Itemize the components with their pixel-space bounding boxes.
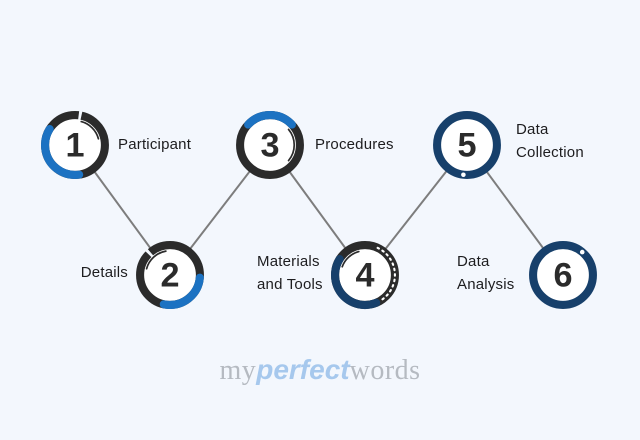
step-4-dotted-arc [376, 246, 396, 301]
step-node-6: 6 [529, 241, 597, 309]
step-label-data-collection: Data Collection [516, 121, 584, 161]
step-label-materials-and-tools: Materials and Tools [257, 253, 323, 293]
step-number: 6 [553, 256, 572, 294]
step-5-highlight-arc [441, 119, 493, 171]
logo-part-my: my [219, 355, 257, 386]
step-node-3: 3 [236, 111, 304, 179]
step-number: 3 [260, 126, 279, 164]
step-node-2: 2 [135, 240, 205, 310]
step-6-highlight-arc [537, 249, 589, 301]
step-3-accent-arc [236, 111, 304, 179]
myperfectwords-logo: myperfectwords [0, 354, 640, 387]
step-5-dot [461, 172, 466, 178]
step-1-accent-arc [41, 111, 109, 179]
step-node-5: 5 [433, 111, 501, 179]
step-4-accent-arc [331, 241, 399, 309]
step-number: 2 [160, 256, 179, 294]
logo-part-perfect: perfect [256, 354, 350, 385]
step-number: 1 [65, 126, 84, 164]
step-6-dot [579, 249, 585, 255]
step-label-details: Details [80, 264, 128, 281]
logo-part-words: words [349, 355, 421, 386]
step-node-1: 1 [40, 110, 110, 180]
step-number: 4 [355, 256, 374, 294]
step-label-participant: Participant [118, 136, 192, 153]
step-label-data-analysis: Data Analysis [457, 253, 515, 293]
step-2-accent-arc [136, 241, 204, 309]
step-label-procedures: Procedures [315, 136, 394, 153]
step-number: 5 [457, 126, 476, 164]
step-node-4: 4 [331, 241, 399, 309]
